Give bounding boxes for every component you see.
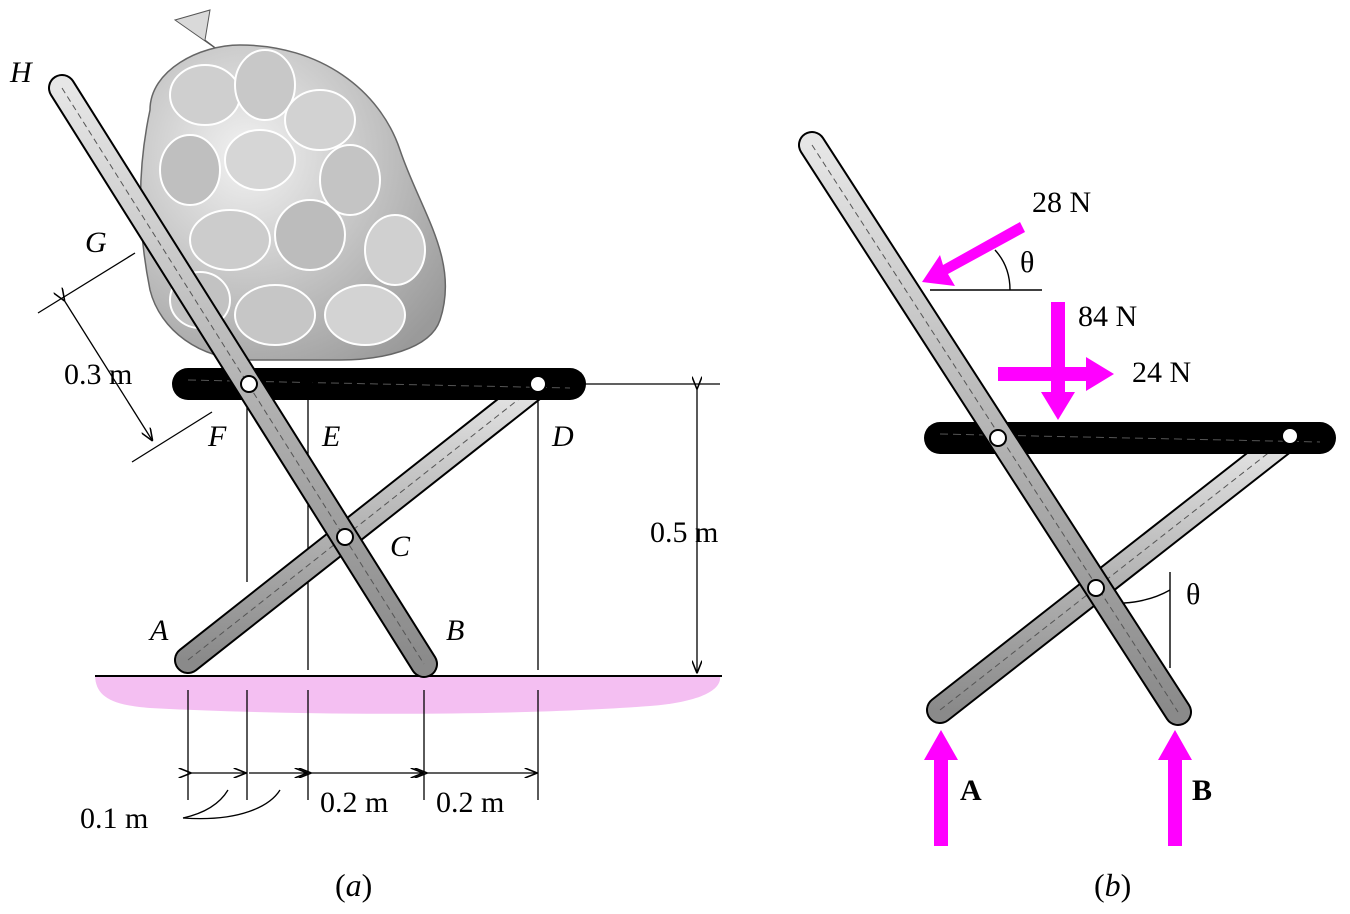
dim-0-2m-right: 0.2 m [436, 786, 504, 819]
dimension-lines-a [37, 252, 720, 820]
pin-f [240, 375, 258, 393]
pin-b-right [1281, 427, 1299, 445]
label-b: B [446, 614, 464, 647]
angle-refs [930, 249, 1171, 668]
label-f: F [207, 420, 227, 453]
bar-b-rising [926, 422, 1304, 724]
bar-hb [48, 74, 438, 678]
force-arrows [922, 222, 1192, 846]
dim-0-3m: 0.3 m [64, 358, 132, 391]
label-h: H [9, 56, 34, 89]
label-c: C [390, 530, 411, 563]
label-24n: 24 N [1132, 356, 1191, 389]
arrow-84n [1041, 302, 1075, 420]
ground-a [95, 676, 721, 714]
label-d: D [551, 420, 574, 453]
pin-b-cross [1087, 579, 1105, 597]
arrow-a [924, 730, 958, 846]
pin-d [529, 375, 547, 393]
label-a: A [148, 614, 169, 647]
label-theta-bottom: θ [1186, 578, 1200, 611]
label-84n: 84 N [1078, 300, 1137, 333]
dim-0-5m: 0.5 m [650, 516, 718, 549]
bar-ad [174, 370, 552, 674]
dim-0-1m: 0.1 m [80, 802, 148, 835]
caption-b: (b) [1094, 867, 1131, 903]
arrow-24n [998, 357, 1114, 391]
pin-c [336, 528, 354, 546]
caption-a: (a) [335, 867, 372, 903]
arrow-28n [922, 222, 1025, 286]
label-g: G [85, 226, 107, 259]
bar-b-descending [798, 131, 1192, 726]
point-e [303, 379, 313, 389]
label-e: E [321, 420, 340, 453]
arrow-b [1158, 730, 1192, 846]
label-28n: 28 N [1032, 186, 1091, 219]
figure-b: 28 N θ 84 N 24 N θ A B (b) [798, 131, 1336, 903]
label-force-a: A [960, 774, 982, 807]
label-theta-top: θ [1020, 246, 1034, 279]
dim-0-2m-left: 0.2 m [320, 786, 388, 819]
figure-a: H G F E D C A B 0.3 m 0.5 m 0.1 m 0.2 m … [9, 9, 722, 903]
label-force-b: B [1192, 774, 1212, 807]
pin-b-upper [989, 429, 1007, 447]
